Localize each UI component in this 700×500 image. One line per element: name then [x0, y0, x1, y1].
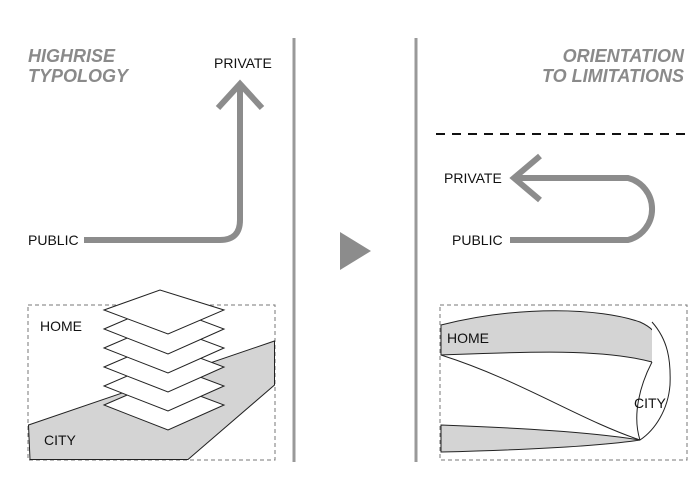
left-label-home: HOME	[40, 318, 82, 334]
left-flow-arrow	[84, 79, 265, 243]
left-title-line2: TYPOLOGY	[28, 66, 130, 86]
left-title-line1: HIGHRISE	[28, 46, 116, 66]
right-label-private: PRIVATE	[444, 170, 502, 186]
right-flow-arrow	[509, 153, 656, 243]
highrise-floor-stack	[102, 289, 226, 431]
crossing-curve	[440, 354, 641, 441]
left-label-city: CITY	[44, 432, 77, 448]
twist-strip	[636, 321, 671, 441]
city-band	[440, 424, 641, 453]
right-title-line1: ORIENTATION	[563, 46, 685, 66]
right-label-city: CITY	[634, 395, 667, 411]
right-title-line2: TO LIMITATIONS	[542, 66, 684, 86]
transition-arrow-icon	[340, 232, 371, 270]
right-label-public: PUBLIC	[452, 232, 503, 248]
right-illustration-box	[439, 304, 688, 461]
left-label-private: PRIVATE	[214, 55, 272, 71]
right-label-home: HOME	[447, 330, 489, 346]
left-label-public: PUBLIC	[28, 232, 79, 248]
